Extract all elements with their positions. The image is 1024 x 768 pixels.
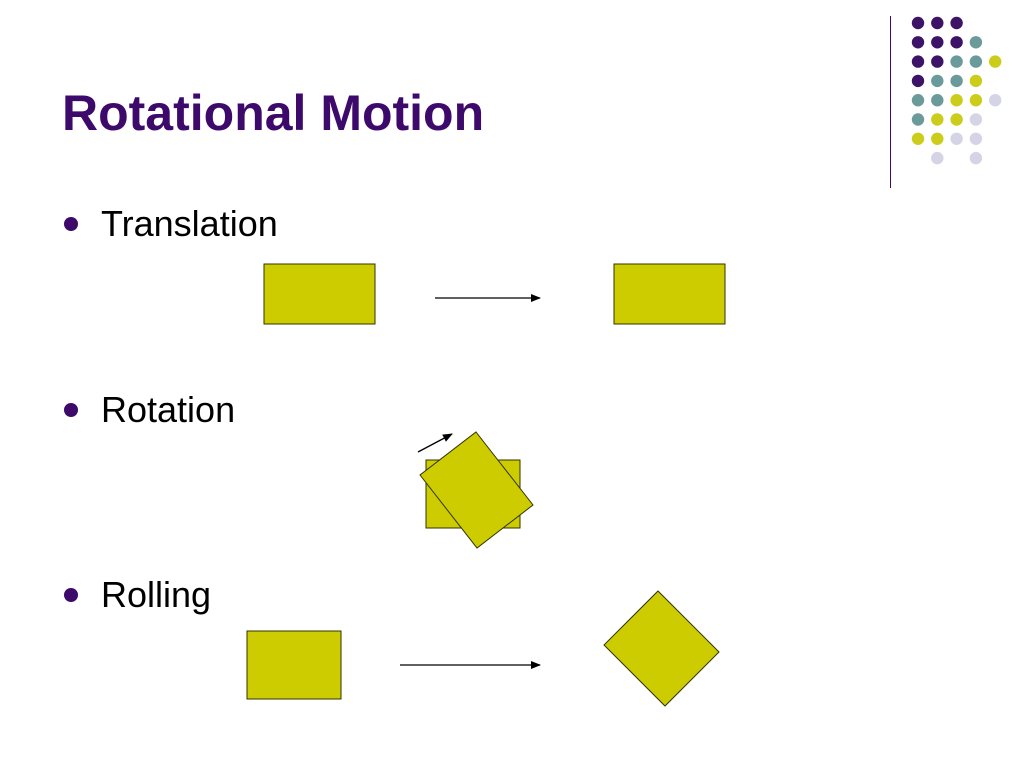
rotation-rect-rotated: [419, 431, 534, 549]
bullet-dot: [64, 403, 78, 417]
divider-line: [890, 16, 891, 188]
rolling-rect-end: [603, 590, 720, 707]
bullet-item-rotation: Rotation: [64, 392, 235, 428]
translation-rect-end: [613, 263, 726, 325]
bullet-label-translation: Translation: [101, 203, 278, 244]
slide-title: Rotational Motion: [62, 85, 485, 141]
bullet-dot: [64, 588, 78, 602]
bullet-item-rolling: Rolling: [64, 577, 211, 613]
bullet-label-rotation: Rotation: [101, 389, 236, 430]
rolling-rect-start: [246, 630, 342, 700]
bullet-dot: [64, 217, 78, 231]
bullet-label-rolling: Rolling: [101, 574, 212, 615]
rotation-arrow: [417, 433, 453, 453]
bullet-item-translation: Translation: [64, 206, 278, 242]
translation-rect-start: [263, 263, 376, 325]
